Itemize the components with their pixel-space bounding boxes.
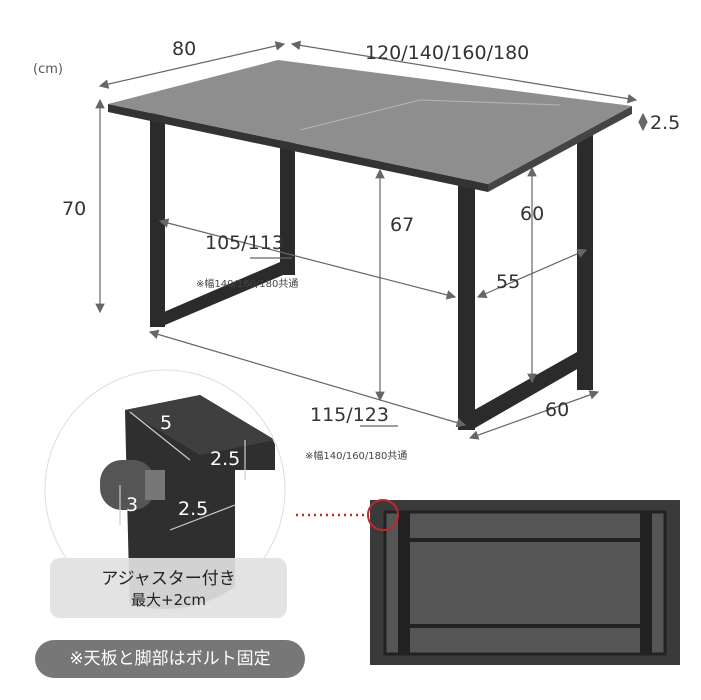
leg-inner-depth-label: 55: [496, 271, 521, 293]
leg-depth-inner-arrow: [476, 248, 588, 299]
detail-adjuster-offset: 2.5: [178, 498, 209, 520]
width-arrow: [290, 40, 638, 104]
adjuster-caption-line2: 最大+2cm: [131, 591, 206, 609]
detail-leg-thickness: 2.5: [210, 448, 241, 470]
adjuster-detail: [44, 369, 286, 611]
unit-label: (cm): [33, 62, 63, 77]
adjuster-caption: アジャスター付き 最大+2cm: [50, 558, 287, 618]
depth-label: 80: [172, 38, 197, 60]
adjuster-caption-line1: アジャスター付き: [101, 569, 236, 589]
depth-arrow: [98, 41, 286, 89]
height-label: 70: [62, 198, 87, 220]
leg-span-label: 115/123: [310, 404, 389, 426]
inner-width-label: 105/113: [205, 232, 284, 254]
detail-adjuster-height: 3: [126, 494, 139, 516]
leg-depth-arrow: [468, 390, 600, 440]
leg-span-note: ※幅140/160/180共通: [305, 451, 408, 462]
inner-width-note: ※幅140/160/180共通: [196, 279, 299, 290]
clearance-label: 67: [390, 214, 415, 236]
leg-height-label: 60: [520, 203, 545, 225]
bottom-view: [370, 500, 680, 665]
bolt-note-pill: ※天板と脚部はボルト固定: [35, 640, 305, 678]
leg-depth-label: 60: [545, 399, 570, 421]
tabletop: [108, 60, 632, 192]
thickness-label: 2.5: [650, 112, 681, 134]
detail-leg-width: 5: [160, 412, 173, 434]
width-label: 120/140/160/180: [365, 42, 530, 64]
leg-span-arrow: [148, 329, 467, 428]
inner-width-arrow: [158, 218, 457, 300]
highlight-circle: [367, 499, 399, 531]
